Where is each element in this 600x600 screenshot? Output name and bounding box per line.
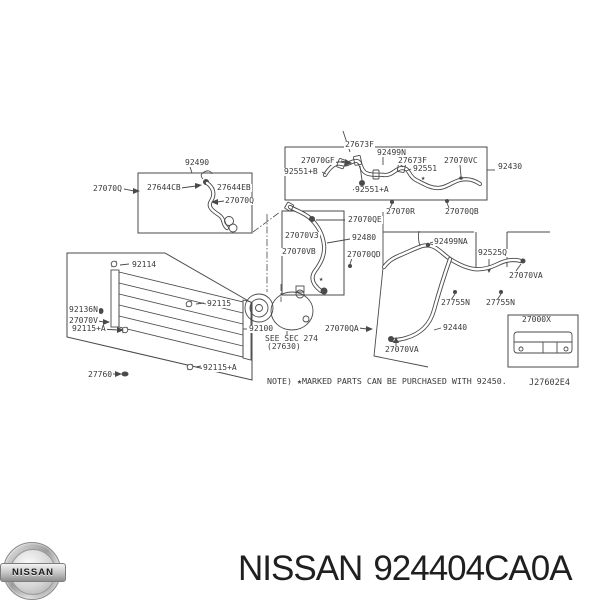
label-27070va-2: 27070VA [384,345,420,354]
label-92490: 92490 [184,158,211,167]
label-27673f-2: 27673F [397,156,428,165]
star-92551: ★ [421,174,426,182]
label-27644eb: 27644EB [216,183,252,192]
label-27070q-left: 27070Q [92,184,123,193]
label-92525q: 92525Q [477,248,508,257]
label-92499n: 92499N [376,148,407,157]
part-number: 924404CA0A [373,549,572,588]
hose-92490-box [123,166,253,234]
label-27000x: 27000X [521,315,552,324]
label-plate-27000x-box [507,314,579,368]
label-27755n-2: 27755N [485,298,516,307]
label-92115a-2: 92115+A [202,363,238,372]
label-27070vc: 27070VC [443,156,479,165]
footer-title: NISSAN 924404CA0A [238,549,573,589]
pipe-92440-region [373,212,550,368]
label-92430: 92430 [497,162,524,171]
label-27760: 27760 [87,370,114,379]
label-92480: 92480 [351,233,378,242]
label-27070q-inner: 27070Q [224,196,255,205]
label-92114: 92114 [131,260,158,269]
brand-name: NISSAN [238,549,363,588]
label-see-sec-274: SEE SEC 274 [264,334,319,343]
label-27070qb: 27070QB [444,207,480,216]
label-92499na: 92499NA [433,237,469,246]
label-27070r: 27070R [385,207,416,216]
label-92136n: 92136N [68,305,99,314]
emblem-bar: NISSAN [0,563,66,582]
note-text: NOTE) ★MARKED PARTS CAN BE PURCHASED WIT… [266,376,508,386]
label-27070qe: 27070QE [347,215,383,224]
pipe-92430-box [284,130,495,209]
label-27070vb: 27070VB [281,247,317,256]
label-27673f-1: 27673F [344,140,375,149]
label-27070qd: 27070QD [346,250,382,259]
label-92100: 92100 [248,324,275,333]
label-27070gf: 27070GF [300,156,336,165]
label-27644cb: 27644CB [146,183,182,192]
label-92440: 92440 [442,323,469,332]
label-27070v3: 27070V3 [284,231,320,240]
diagram-artwork [66,130,579,381]
star-compressor: ★ [319,275,324,283]
compressor-drawing [243,285,373,337]
label-27070v: 27070V [68,316,99,325]
label-92115: 92115 [206,299,233,308]
label-92551: 92551 [412,164,439,173]
label-27070va-1: 27070VA [508,271,544,280]
label-27755n-1: 27755N [440,298,471,307]
label-92551a: 92551+A [354,185,390,194]
label-92551b: 92551+B [283,167,319,176]
emblem-text: NISSAN [12,567,54,578]
label-92115a-1: 92115+A [71,324,107,333]
label-27630: (27630) [266,342,302,351]
nissan-emblem: NISSAN [0,542,66,600]
label-27070qa: 27070QA [324,324,360,333]
diagram-code: J27602E4 [528,378,571,388]
